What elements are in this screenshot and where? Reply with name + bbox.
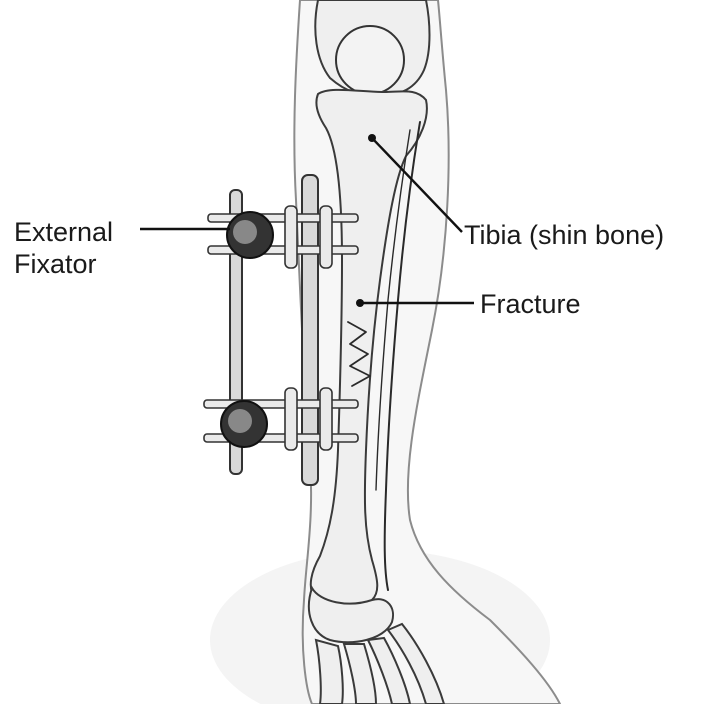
upper-pin-1 bbox=[208, 214, 358, 222]
label-fracture: Fracture bbox=[480, 288, 581, 320]
label-external-fixator-line1: External bbox=[14, 216, 113, 248]
lower-clamp-a bbox=[285, 388, 297, 450]
upper-clamp-a bbox=[285, 206, 297, 268]
upper-ball-joint-highlight bbox=[233, 220, 257, 244]
upper-clamp-b bbox=[320, 206, 332, 268]
lower-clamp-b bbox=[320, 388, 332, 450]
label-tibia: Tibia (shin bone) bbox=[464, 219, 664, 251]
leader-dot-fracture bbox=[356, 299, 364, 307]
lower-ball-joint-highlight bbox=[228, 409, 252, 433]
foot-bones-1 bbox=[316, 640, 343, 704]
label-external-fixator-line2: Fixator bbox=[14, 248, 113, 280]
label-external-fixator: External Fixator bbox=[14, 216, 113, 280]
leader-dot-tibia bbox=[368, 134, 376, 142]
lower-pin-1 bbox=[204, 400, 358, 408]
patella bbox=[336, 26, 404, 94]
